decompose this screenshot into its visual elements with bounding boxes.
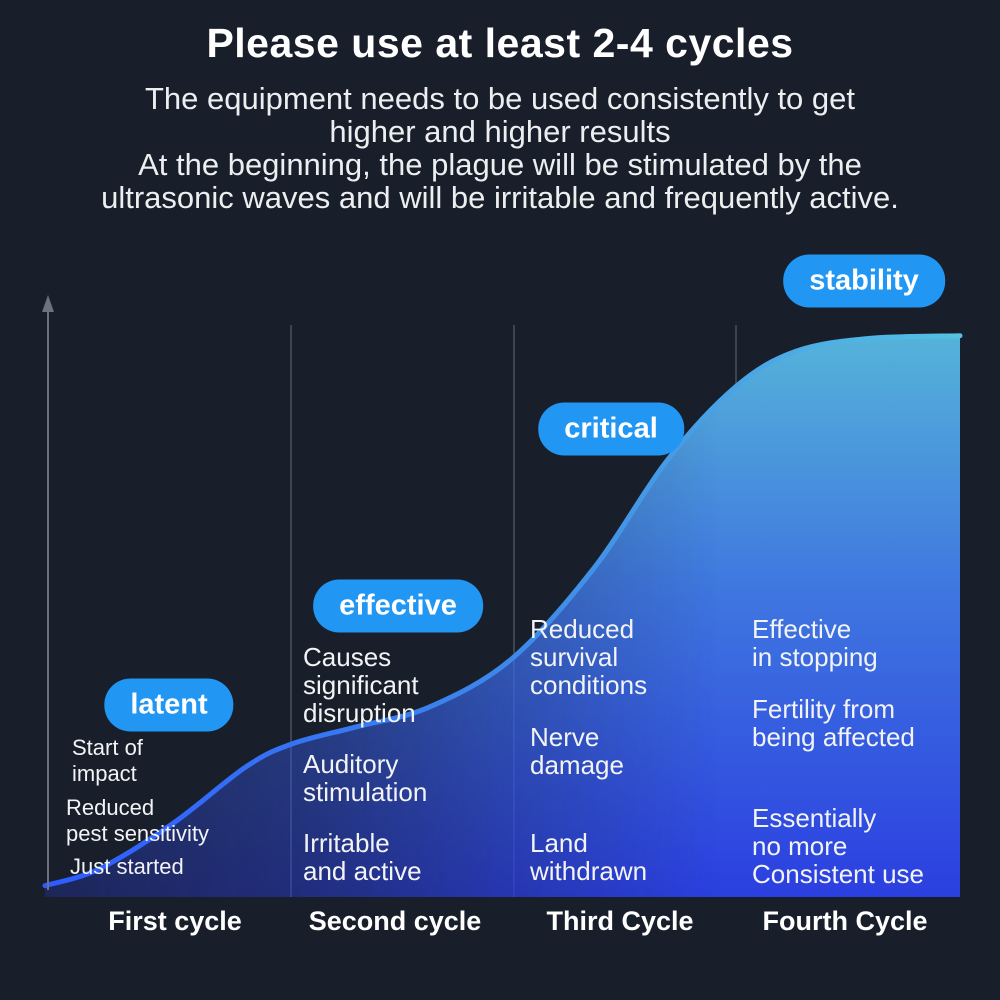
stage-note: Start of impact <box>72 735 143 786</box>
stage-note: Irritable and active <box>303 828 422 886</box>
trend-area <box>45 335 960 897</box>
subtitle: The equipment needs to be used consisten… <box>0 82 1000 214</box>
cycle-chart <box>42 295 963 897</box>
x-axis-label-first-cycle: First cycle <box>108 906 242 936</box>
stage-note: Land withdrawn <box>530 828 648 886</box>
stage-note: Nerve damage <box>530 722 624 780</box>
x-axis-label-fourth-cycle: Fourth Cycle <box>762 906 928 936</box>
subtitle-line-2: higher and higher results <box>329 114 671 149</box>
subtitle-line-1: The equipment needs to be used consisten… <box>144 81 856 116</box>
x-axis-label-second-cycle: Second cycle <box>308 906 482 936</box>
stage-note: Essentially no more Consistent use <box>752 803 924 889</box>
stage-badge-effective: effective <box>313 579 483 633</box>
stage-note: Auditory stimulation <box>303 749 428 807</box>
stage-note: Reduced pest sensitivity <box>66 795 210 846</box>
stage-note: Causes significant disruption <box>303 642 419 728</box>
page-title: Please use at least 2-4 cycles <box>206 20 794 66</box>
trend-curve <box>42 333 963 889</box>
x-axis-label-third-cycle: Third Cycle <box>546 906 694 936</box>
subtitle-line-3: At the beginning, the plague will be sti… <box>138 147 862 182</box>
stage-badge-latent: latent <box>104 678 234 732</box>
stage-note: Fertility from being affected <box>752 694 915 752</box>
stage-note: Just started <box>70 854 184 879</box>
stage-badge-stability: stability <box>783 254 945 308</box>
stage-note: Effective in stopping <box>752 614 878 672</box>
stage-note: Reduced survival conditions <box>530 614 648 700</box>
subtitle-line-4: ultrasonic waves and will be irritable a… <box>101 180 899 215</box>
y-axis-arrow-icon <box>42 295 54 312</box>
stage-badge-critical: critical <box>538 402 684 456</box>
